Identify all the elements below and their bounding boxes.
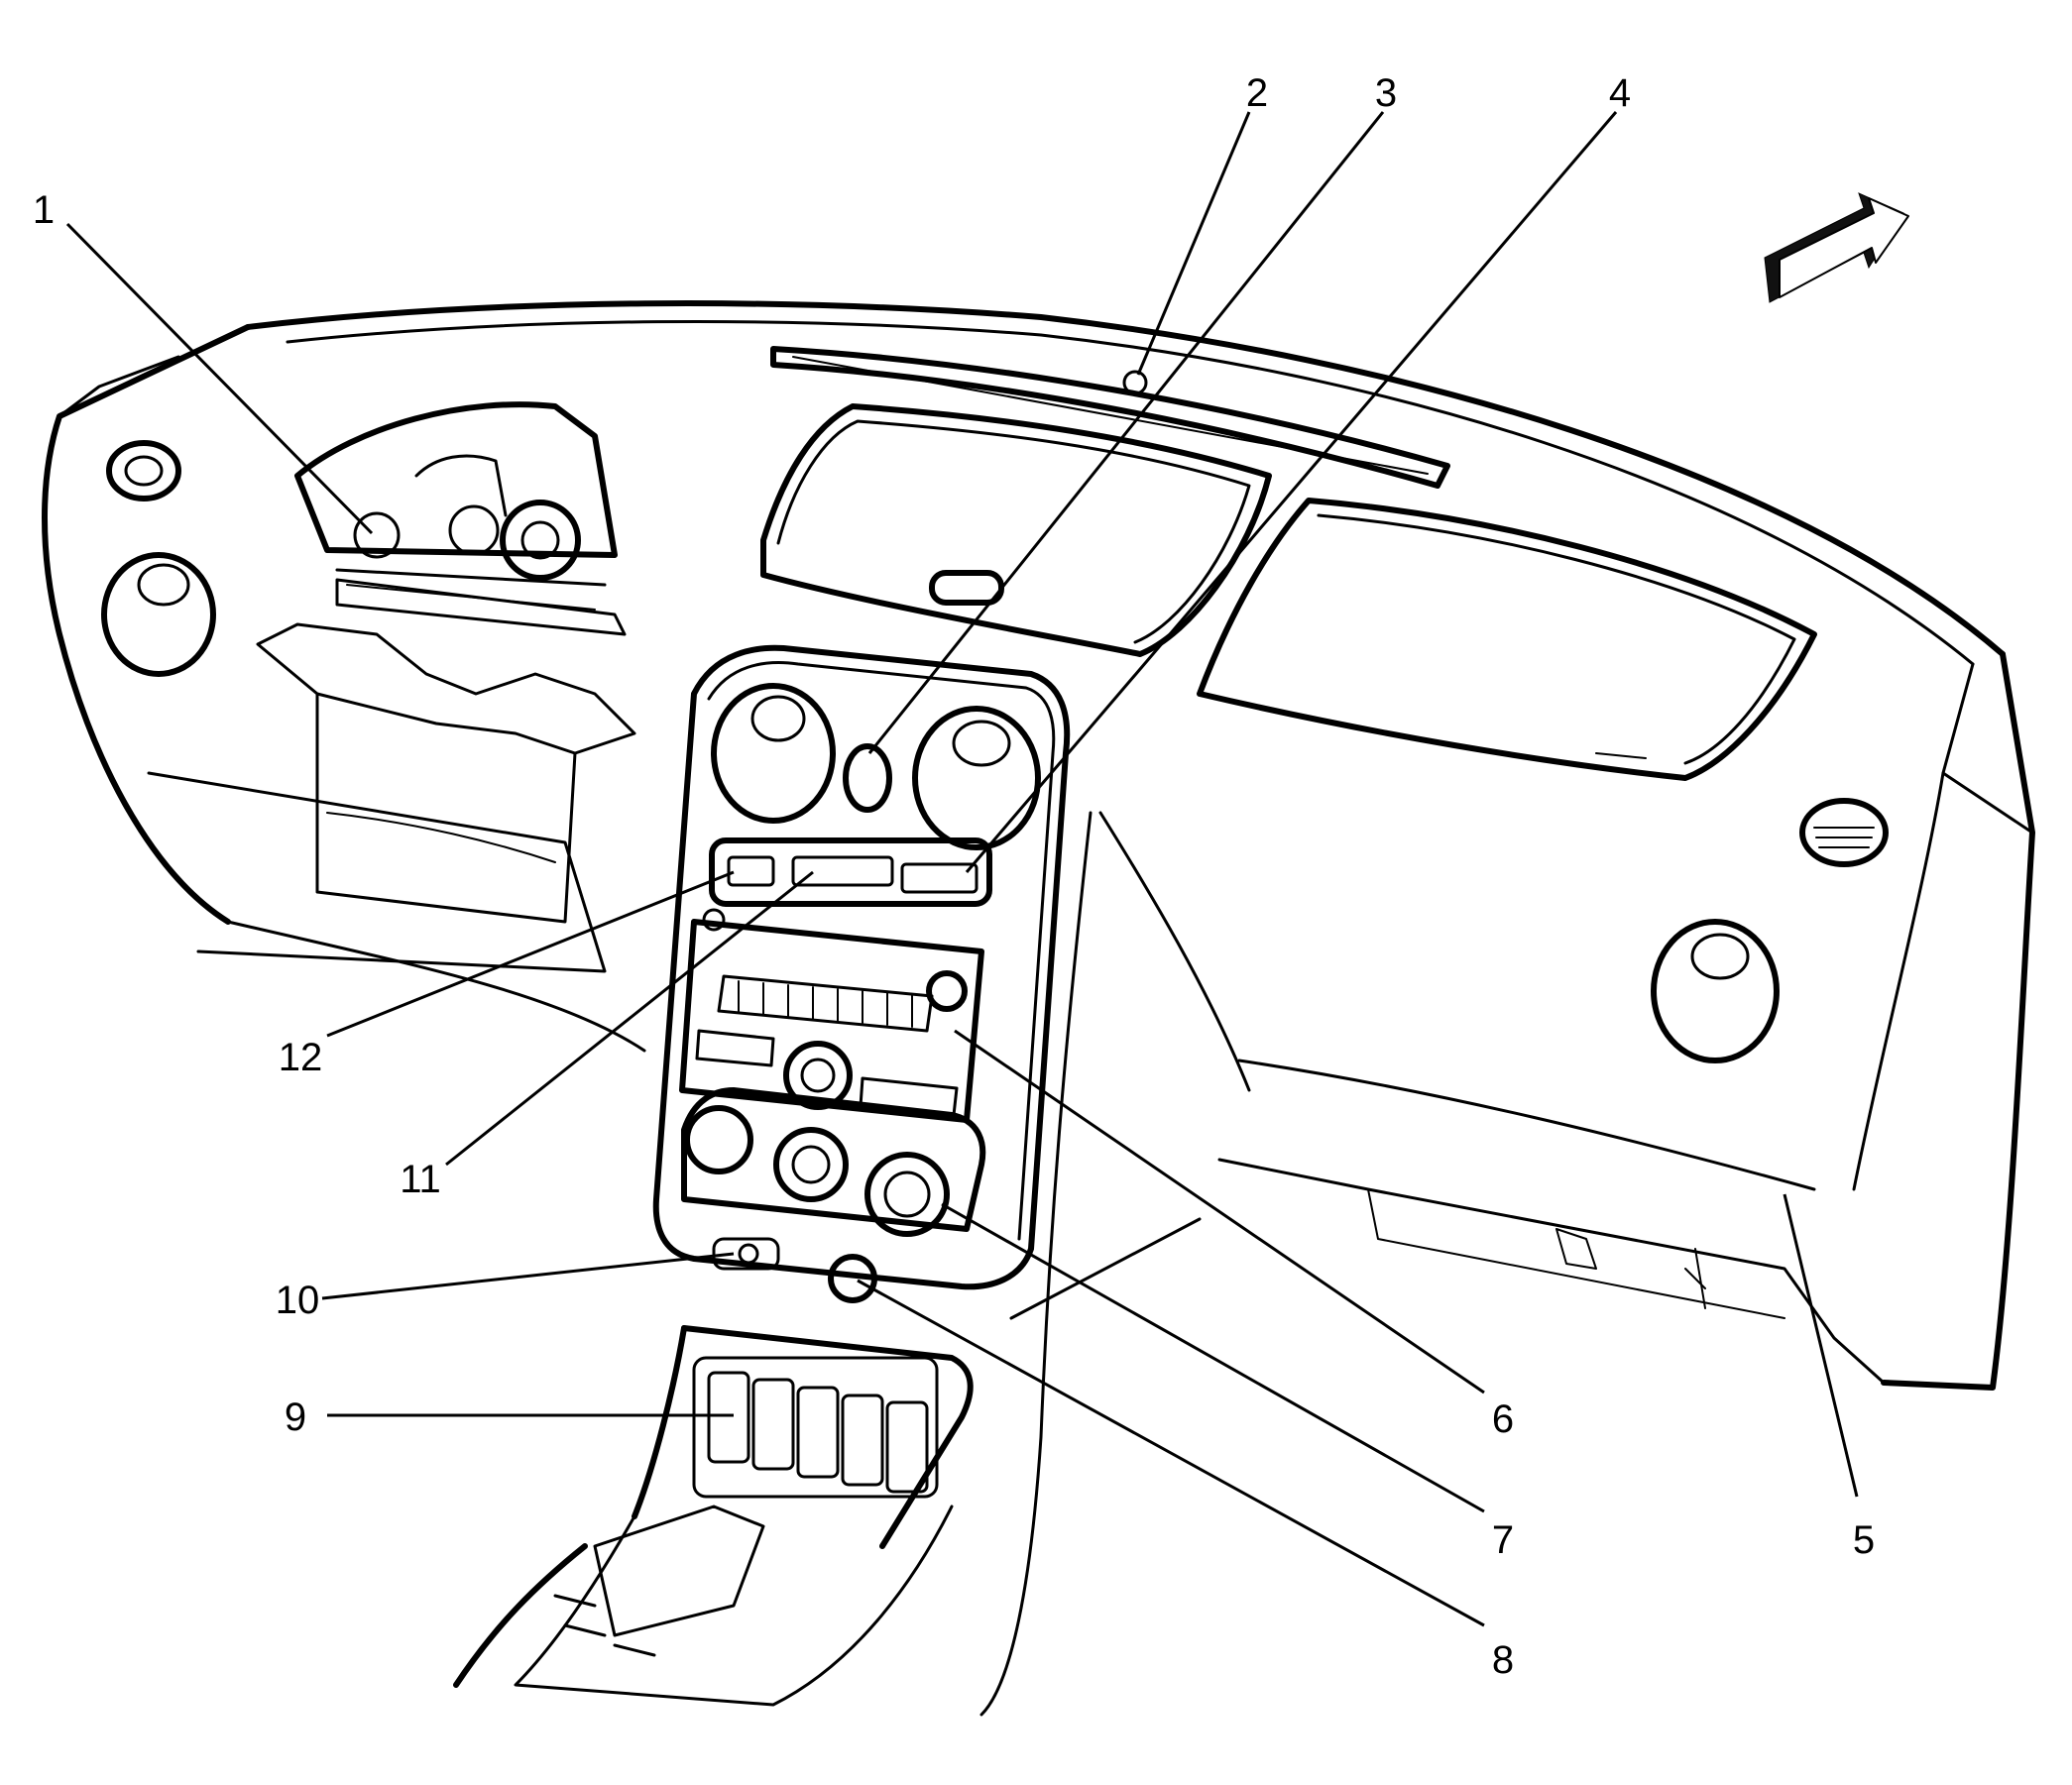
leader-line-4: [965, 111, 1618, 873]
leader-line-11: [445, 870, 814, 1167]
callout-labels: 1 2 3 4 5 6 7 8 9 10 11 12: [33, 71, 1875, 1682]
right-outlet-vent: [1651, 919, 1780, 1063]
callout-6: 6: [1492, 1397, 1514, 1441]
leader-line-8: [857, 1279, 1485, 1627]
leader-line-12: [326, 870, 735, 1038]
instrument-cluster: [294, 401, 627, 636]
callout-3: 3: [1375, 71, 1397, 115]
upper-storage-lid: [760, 403, 1272, 657]
leader-line-5: [1783, 1193, 1859, 1498]
leader-lines: [65, 111, 1859, 1627]
callout-10: 10: [276, 1279, 320, 1322]
callout-1: 1: [33, 188, 55, 232]
callout-7: 7: [1492, 1518, 1514, 1562]
center-stack: [652, 644, 1071, 1303]
leader-line-10: [321, 1252, 735, 1300]
callout-12: 12: [279, 1036, 323, 1079]
sunload-sensor: [1122, 370, 1148, 395]
callout-11: 11: [400, 1158, 441, 1201]
passenger-airbag-door: [1197, 498, 1817, 781]
steering-column-opening: [256, 622, 636, 924]
left-side-vent: [106, 440, 181, 502]
callout-8: 8: [1492, 1638, 1514, 1682]
instrument-panel-outline: [42, 300, 2035, 1717]
callout-9: 9: [285, 1395, 306, 1439]
leader-line-6: [954, 1029, 1485, 1395]
leader-line-3: [867, 111, 1385, 754]
direction-arrow-icon: [1764, 192, 1909, 303]
callout-5: 5: [1853, 1518, 1875, 1562]
leader-line-2: [1136, 111, 1251, 376]
leader-line-1: [65, 222, 374, 535]
callout-2: 2: [1246, 71, 1268, 115]
callout-4: 4: [1609, 71, 1631, 115]
left-outlet-vent: [101, 552, 216, 677]
leader-line-7: [941, 1202, 1485, 1513]
right-side-vent: [1799, 798, 1889, 867]
floor-console: [453, 1325, 974, 1707]
